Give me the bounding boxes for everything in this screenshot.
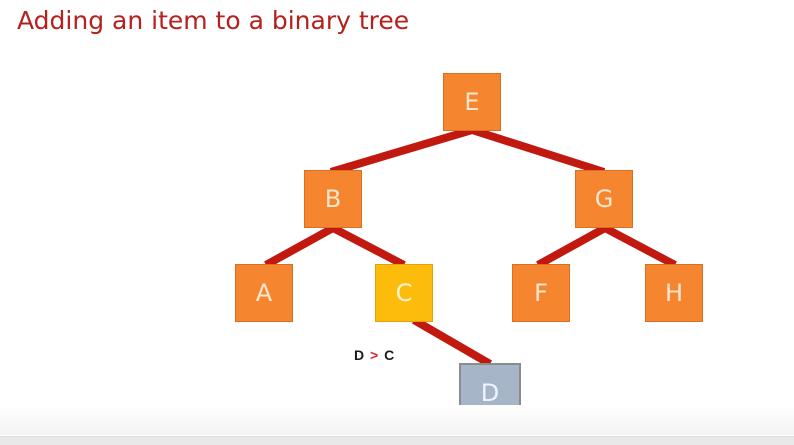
node-label: A xyxy=(255,279,273,307)
comparison-operator: > xyxy=(370,347,379,363)
edge-G-H xyxy=(603,224,677,269)
tree-node-C-compared: C xyxy=(375,264,433,322)
node-label: E xyxy=(464,88,480,116)
tree-node-A: A xyxy=(235,264,293,322)
edge-B-C xyxy=(331,224,406,269)
tree-node-H: H xyxy=(645,264,703,322)
comparison-left: D xyxy=(354,347,365,363)
comparison-right: C xyxy=(384,347,395,363)
comparison-note: D > C xyxy=(354,347,394,363)
bottom-bar xyxy=(0,436,794,445)
tree-node-F: F xyxy=(512,264,570,322)
edge-E-B xyxy=(329,126,474,176)
node-label: B xyxy=(324,185,342,213)
edge-E-G xyxy=(470,126,606,176)
edge-G-F xyxy=(536,224,607,269)
slide-title: Adding an item to a binary tree xyxy=(17,6,410,35)
tree-node-E: E xyxy=(443,73,501,131)
bottom-shadow xyxy=(0,405,794,435)
edge-B-A xyxy=(264,224,335,269)
node-label: D xyxy=(480,379,500,407)
edge-C-D xyxy=(411,316,493,368)
node-label: C xyxy=(395,279,413,307)
tree-node-G: G xyxy=(575,170,633,228)
node-label: H xyxy=(664,279,684,307)
node-label: F xyxy=(534,279,548,307)
tree-node-B: B xyxy=(304,170,362,228)
node-label: G xyxy=(594,185,614,213)
